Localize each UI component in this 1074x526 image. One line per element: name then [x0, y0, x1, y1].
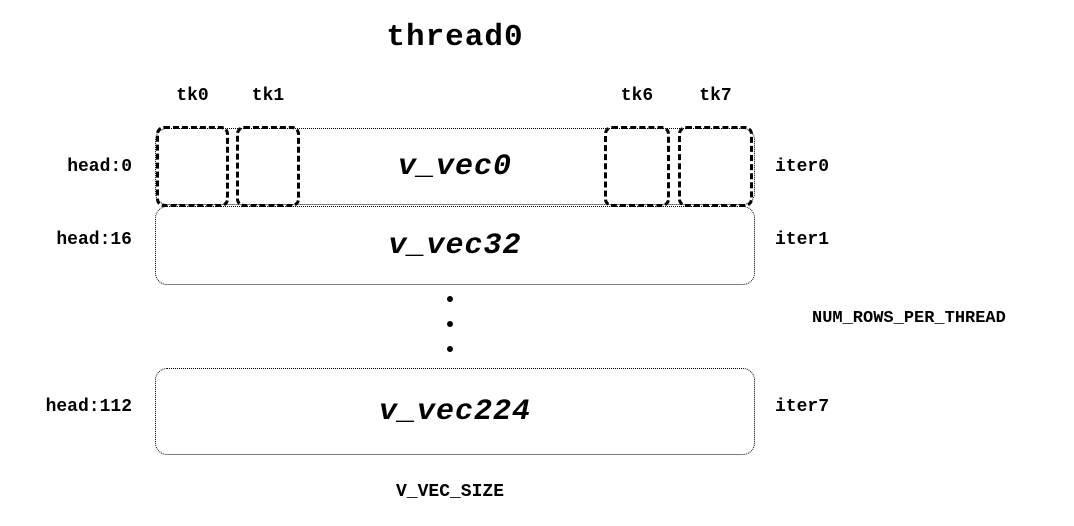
- tk0-box: [156, 126, 229, 207]
- ellipsis-dot: [447, 346, 453, 352]
- v-vec32-label: v_vec32: [388, 228, 522, 263]
- tk1-label: tk1: [251, 86, 285, 106]
- tk7-box: [678, 126, 753, 207]
- tk1-box: [236, 126, 300, 207]
- vector-row-iter7: v_vec224: [155, 368, 755, 455]
- tk6-label: tk6: [620, 86, 654, 106]
- tk6-box: [604, 126, 670, 207]
- head-offset-16: head:16: [56, 230, 132, 250]
- ellipsis-dot: [447, 296, 453, 302]
- v-vec0-label: v_vec0: [397, 149, 513, 184]
- tk0-label: tk0: [176, 86, 209, 106]
- vector-row-iter0: v_vec0: [155, 128, 755, 205]
- head-offset-112: head:112: [45, 397, 132, 417]
- iter0-label: iter0: [775, 157, 830, 177]
- v-vec224-label: v_vec224: [378, 394, 532, 429]
- vertical-ellipsis-icon: [445, 296, 455, 352]
- iter1-label: iter1: [775, 230, 830, 250]
- iter7-label: iter7: [775, 397, 830, 417]
- tk7-label: tk7: [699, 86, 732, 106]
- diagram-title: thread0: [386, 20, 524, 55]
- ellipsis-dot: [447, 321, 453, 327]
- v-vec-size-label: V_VEC_SIZE: [395, 482, 505, 502]
- head-offset-0: head:0: [67, 157, 132, 177]
- num-rows-per-thread-label: NUM_ROWS_PER_THREAD: [812, 309, 1006, 328]
- vector-row-iter1: v_vec32: [155, 206, 755, 285]
